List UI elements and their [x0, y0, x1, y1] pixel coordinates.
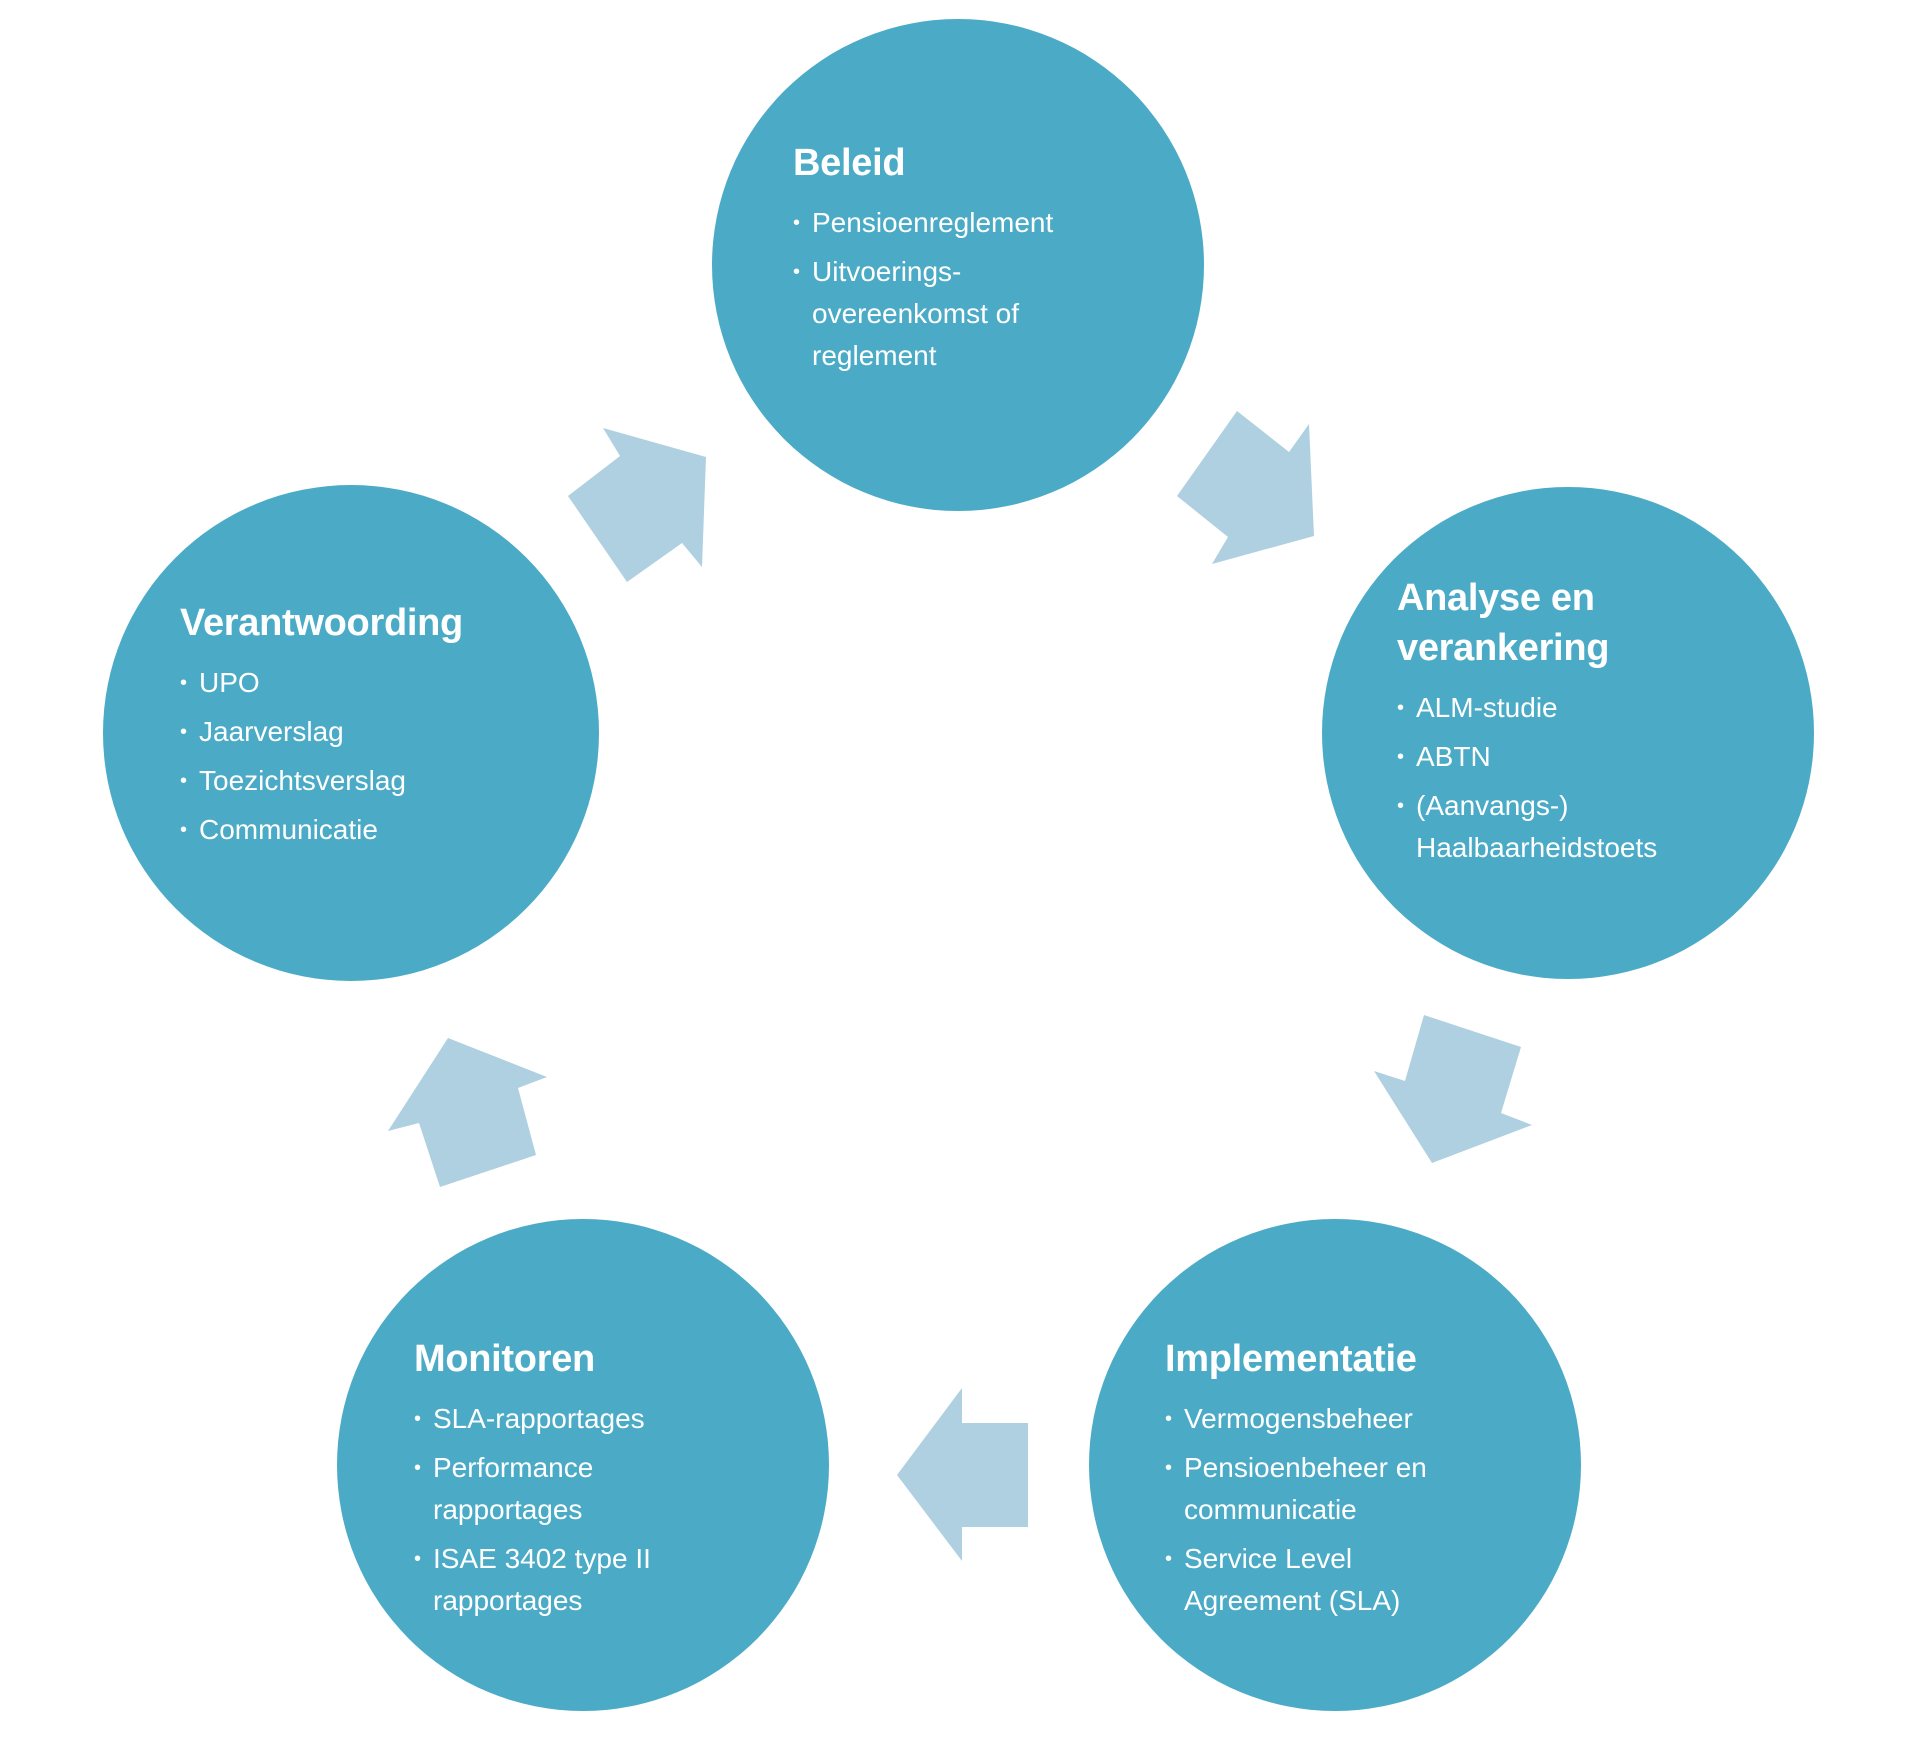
list-item-text: reglement	[812, 340, 937, 371]
node-title: Verantwoording	[180, 598, 463, 648]
node-title-line: Implementatie	[1165, 1338, 1417, 1380]
bullet-icon: •	[1397, 697, 1405, 719]
bullet-icon: •	[1165, 1548, 1173, 1570]
list-item-text: rapportages	[433, 1585, 583, 1616]
list-item-text: overeenkomst of	[812, 298, 1019, 329]
list-item-text: Service Level	[1184, 1543, 1353, 1574]
node-item-list: • Vermogensbeheer • Pensioenbeheer en commun…	[1165, 1398, 1427, 1622]
node-title-line: Beleid	[793, 142, 906, 184]
list-item-text: communicatie	[1184, 1494, 1357, 1525]
list-item: • Vermogensbeheer	[1165, 1398, 1427, 1440]
arrow-left-icon	[897, 1388, 1028, 1561]
list-item: • (Aanvangs-) Haalbaarheidstoets	[1397, 785, 1657, 869]
list-item-text: ALM-studie	[1416, 692, 1558, 723]
bullet-icon: •	[414, 1457, 422, 1479]
bullet-icon: •	[793, 212, 801, 234]
bullet-icon: •	[180, 721, 188, 743]
node-circle-implementatie	[1089, 1219, 1581, 1711]
list-item: • UPO	[180, 662, 463, 704]
list-item: • Pensioenbeheer en communicatie	[1165, 1447, 1427, 1531]
node-monitoren: Monitoren • SLA-rapportages • Performance rap…	[414, 1334, 651, 1629]
list-item: • SLA-rapportages	[414, 1398, 651, 1440]
node-item-list: • UPO • Jaarverslag • Toezichtsverslag • Commun…	[180, 662, 463, 851]
list-item: • ABTN	[1397, 736, 1657, 778]
list-item: • ALM-studie	[1397, 687, 1657, 729]
node-implementatie: Implementatie • Vermogensbeheer • Pensioenbe…	[1165, 1334, 1427, 1629]
node-title-line: Analyse en	[1397, 577, 1595, 619]
bullet-icon: •	[180, 672, 188, 694]
node-circle-verantwoording	[103, 485, 599, 981]
node-title: Monitoren	[414, 1334, 651, 1384]
list-item-text: Performance	[433, 1452, 594, 1483]
list-item: • Uitvoerings-overeenkomst of reglement	[793, 251, 1053, 377]
node-beleid: Beleid • Pensioenreglement • Uitvoerings-ove…	[793, 138, 1053, 384]
node-analyse: Analyse en verankering • ALM-studie • ABTN • (A…	[1397, 573, 1657, 876]
node-title-line: Monitoren	[414, 1338, 595, 1380]
node-circle-beleid	[712, 19, 1204, 511]
list-item-text: Uitvoerings-	[812, 256, 962, 287]
list-item: • ISAE 3402 type II rapportages	[414, 1538, 651, 1622]
list-item: • Toezichtsverslag	[180, 760, 463, 802]
list-item-text: Pensioenreglement	[812, 207, 1054, 238]
list-item-text: (Aanvangs-)	[1416, 790, 1569, 821]
bullet-icon: •	[1397, 795, 1405, 817]
list-item-text: Communicatie	[199, 814, 378, 845]
list-item-text: rapportages	[433, 1494, 583, 1525]
bullet-icon: •	[1165, 1408, 1173, 1430]
arrow-up-left-icon	[388, 1038, 547, 1187]
bullet-icon: •	[414, 1548, 422, 1570]
node-circle-analyse	[1322, 487, 1814, 979]
node-title: Implementatie	[1165, 1334, 1427, 1384]
arrow-up-right-icon	[568, 428, 706, 582]
list-item-text: UPO	[199, 667, 260, 698]
list-item-text: ISAE 3402 type II	[433, 1543, 651, 1574]
list-item-text: Vermogensbeheer	[1184, 1403, 1413, 1434]
node-circle-monitoren	[337, 1219, 829, 1711]
list-item-text: Pensioenbeheer en	[1184, 1452, 1427, 1483]
list-item-text: Toezichtsverslag	[199, 765, 406, 796]
bullet-icon: •	[180, 770, 188, 792]
list-item-text: Jaarverslag	[199, 716, 344, 747]
list-item: • Pensioenreglement	[793, 202, 1053, 244]
node-item-list: • ALM-studie • ABTN • (Aanvangs-) Haalbaarheid…	[1397, 687, 1657, 869]
bullet-icon: •	[180, 819, 188, 841]
list-item-text: SLA-rapportages	[433, 1403, 645, 1434]
list-item-text: Haalbaarheidstoets	[1416, 832, 1658, 863]
bullet-icon: •	[1397, 746, 1405, 768]
bullet-icon: •	[1165, 1457, 1173, 1479]
node-title-line: verankering	[1397, 627, 1610, 669]
bullet-icon: •	[414, 1408, 422, 1430]
node-title: Beleid	[793, 138, 1053, 188]
list-item: • Communicatie	[180, 809, 463, 851]
arrow-down-left-icon	[1374, 1015, 1532, 1163]
node-verantwoording: Verantwoording • UPO • Jaarverslag • Toezichts…	[180, 598, 463, 858]
list-item: • Jaarverslag	[180, 711, 463, 753]
list-item-text: ABTN	[1416, 741, 1491, 772]
node-title-line: Verantwoording	[180, 602, 463, 644]
list-item: • Performance rapportages	[414, 1447, 651, 1531]
node-item-list: • Pensioenreglement • Uitvoerings-overeenko…	[793, 202, 1053, 377]
node-title: Analyse en verankering	[1397, 573, 1657, 673]
list-item-text: Agreement (SLA)	[1184, 1585, 1401, 1616]
bullet-icon: •	[793, 261, 801, 283]
arrow-down-right-icon	[1177, 411, 1314, 564]
